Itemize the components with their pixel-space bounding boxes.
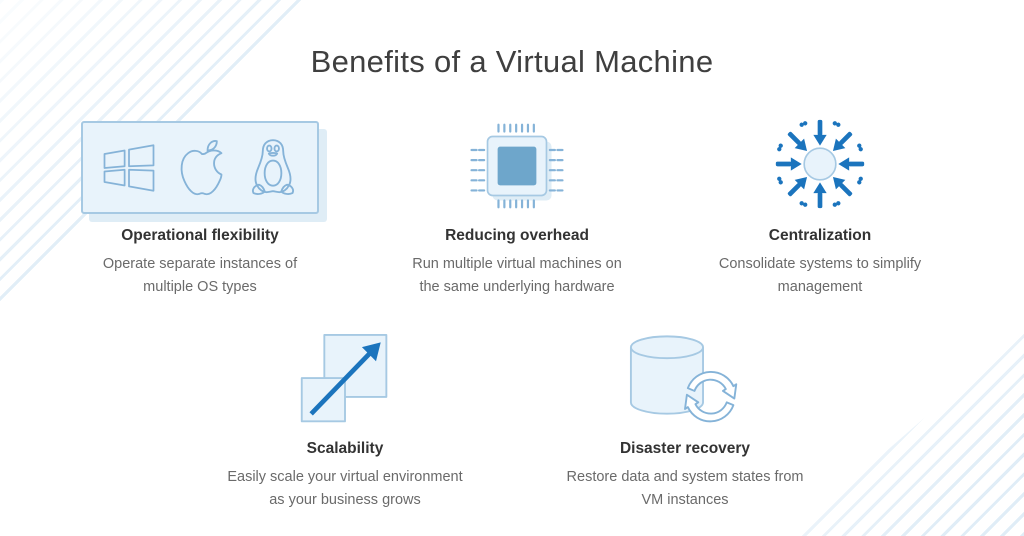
os-logos-panel <box>81 121 319 214</box>
benefit-operational-flexibility: Operational flexibility Operate separate… <box>45 118 355 299</box>
benefit-description: Consolidate systems to simplify manageme… <box>665 253 975 299</box>
description-line: Run multiple virtual machines on <box>412 256 622 272</box>
windows-icon <box>103 143 155 192</box>
description-line: Easily scale your virtual environment <box>227 469 463 485</box>
benefit-description: Easily scale your virtual environment as… <box>190 466 500 512</box>
cpu-icon-row <box>362 118 672 214</box>
benefit-scalability: Scalability Easily scale your virtual en… <box>190 331 500 512</box>
refresh-arrows <box>684 370 738 423</box>
description-line: Operate separate instances of <box>102 256 298 272</box>
centralization-icon-row <box>665 118 975 214</box>
description-line: Consolidate systems to simplify <box>718 256 922 272</box>
apple-icon <box>180 139 223 195</box>
disaster-recovery-icon-row <box>530 331 840 427</box>
os-logos-panel-row <box>45 118 355 214</box>
benefit-heading: Operational flexibility <box>121 227 279 244</box>
benefit-centralization: Centralization Consolidate systems to si… <box>665 118 975 299</box>
description-line: as your business grows <box>269 492 421 508</box>
scalability-icon-row <box>190 331 500 427</box>
scatter-dots <box>777 121 863 207</box>
scalability-arrow-icon <box>300 333 388 423</box>
benefit-heading: Disaster recovery <box>619 440 751 457</box>
linux-tux-icon <box>252 138 294 195</box>
benefit-heading: Scalability <box>306 440 384 457</box>
centralization-arrows-icon <box>775 119 865 209</box>
page-title: Benefits of a Virtual Machine <box>310 44 714 79</box>
benefit-reducing-overhead: Reducing overhead Run multiple virtual m… <box>362 118 672 299</box>
benefit-description: Restore data and system states from VM i… <box>530 466 840 512</box>
description-line: multiple OS types <box>143 279 257 295</box>
benefit-heading: Reducing overhead <box>445 227 589 244</box>
database-refresh-icon <box>629 335 738 423</box>
description-line: VM instances <box>641 492 729 508</box>
benefit-description: Operate separate instances of multiple O… <box>45 253 355 299</box>
benefit-disaster-recovery: Disaster recovery Restore data and syste… <box>530 331 840 512</box>
benefit-heading: Centralization <box>768 227 872 244</box>
description-line: the same underlying hardware <box>419 279 615 295</box>
description-line: management <box>777 279 863 295</box>
description-line: Restore data and system states from <box>566 469 804 485</box>
cpu-chip-icon <box>470 123 564 209</box>
benefit-description: Run multiple virtual machines on the sam… <box>362 253 672 299</box>
